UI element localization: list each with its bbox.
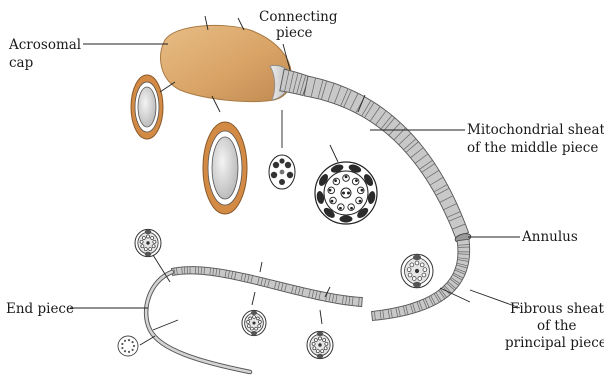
connecting-piece-label-line2: piece xyxy=(276,25,313,41)
head-cross-section-small xyxy=(131,75,163,139)
acrosome xyxy=(160,25,291,101)
mitochondrial-sheath-label-line2: of the middle piece xyxy=(467,140,598,156)
middle-piece-cross-section xyxy=(315,162,377,224)
sperm-head xyxy=(160,25,291,101)
tail-cross-sections xyxy=(118,229,433,358)
end-piece xyxy=(146,272,250,372)
acrosomal-cap-label-line2: cap xyxy=(9,55,33,71)
end-piece-label: End piece xyxy=(6,301,74,317)
annulus-label: Annulus xyxy=(521,229,578,245)
cross-section-right xyxy=(401,254,433,288)
connecting-piece-label-line1: Connecting xyxy=(259,9,338,25)
connecting-piece-cross-section xyxy=(269,155,295,189)
fibrous-sheath-label-line1: Fibrous sheath xyxy=(510,301,604,317)
cross-section-bottom-right xyxy=(307,331,333,358)
cross-section-upper-left xyxy=(135,229,161,256)
cross-section-bottom-middle xyxy=(242,310,266,335)
acrosomal-cap-label-line1: Acrosomal xyxy=(8,37,81,53)
fibrous-sheath-label-line2: of the xyxy=(537,318,577,334)
head-cross-section-large xyxy=(203,122,247,214)
leader-lines xyxy=(70,16,520,345)
principal-piece-upper xyxy=(171,267,362,307)
fibrous-sheath-label-line3: principal piece xyxy=(505,335,604,351)
labels: Acrosomal cap Connecting piece Mitochond… xyxy=(6,9,604,351)
mitochondrial-sheath-label-line1: Mitochondrial sheath xyxy=(467,122,604,138)
sperm-tail xyxy=(146,69,472,372)
cross-section-end-piece xyxy=(118,336,138,356)
